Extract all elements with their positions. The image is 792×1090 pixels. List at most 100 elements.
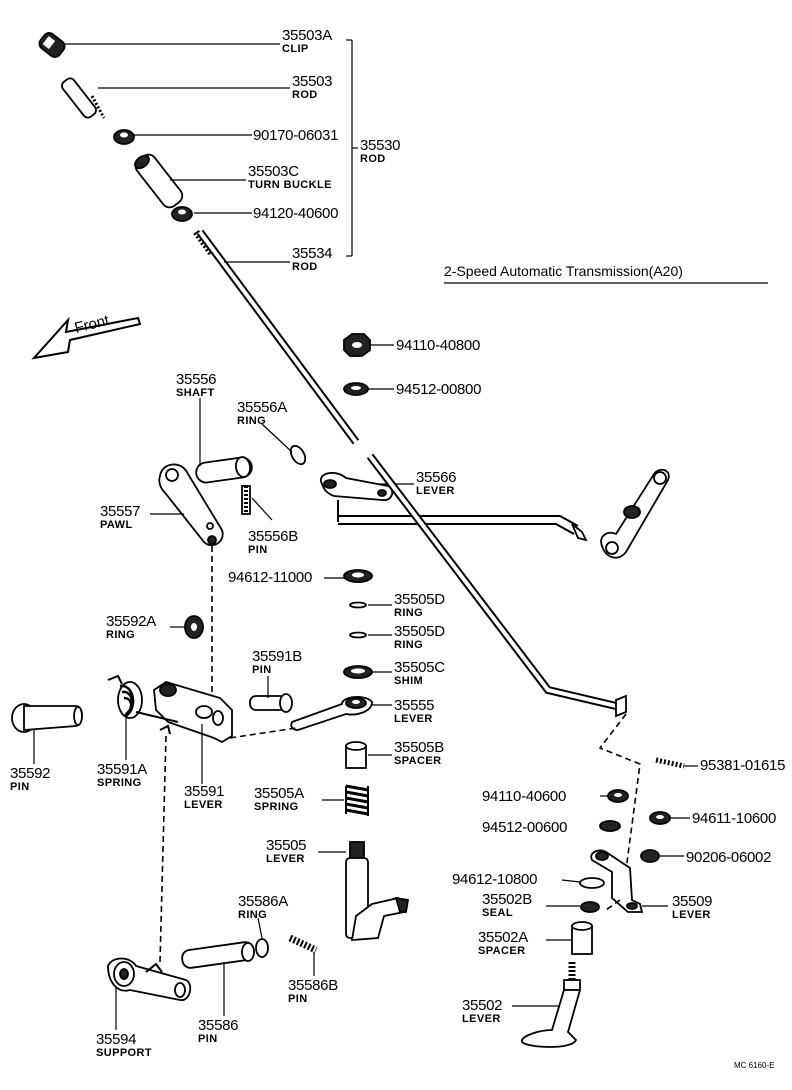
spacer-part-1	[345, 741, 367, 769]
lever-part-3	[153, 546, 233, 744]
long-rod-part	[193, 229, 360, 445]
label-lever2-number: 35555	[394, 697, 434, 714]
shift-rod-part	[366, 453, 627, 718]
pin-part-6	[181, 941, 255, 969]
label-ring1-name: RING	[237, 415, 266, 427]
label-lever6-name: LEVER	[462, 1013, 501, 1025]
label-turnbuckle-number: 35503C	[248, 163, 299, 180]
washer-part-1	[343, 382, 369, 396]
label-ring5-name: RING	[238, 909, 267, 921]
label-spacer1-number: 35505B	[394, 739, 444, 756]
label-shaft-name: SHAFT	[176, 387, 215, 399]
label-pin1-name: PIN	[248, 544, 268, 556]
pin-part-5	[288, 934, 318, 954]
label-seal-name: SEAL	[482, 907, 513, 919]
nut-part-2	[171, 206, 193, 222]
seal-part	[580, 901, 600, 913]
pawl-part	[158, 463, 224, 547]
pin-part-1	[241, 485, 251, 515]
label-rod-name: ROD	[292, 89, 318, 101]
label-clip-number: 35503A	[282, 27, 332, 44]
label-support-name: SUPPORT	[96, 1047, 152, 1059]
label-lever3-name: LEVER	[184, 799, 223, 811]
shim-part	[343, 665, 373, 679]
pin-part-4	[655, 757, 685, 769]
leader-pin1	[251, 497, 273, 521]
lever-part-2	[290, 696, 373, 731]
turnbuckle-part	[134, 153, 184, 209]
label-pin3-name: PIN	[10, 781, 30, 793]
label-pin3-number: 35592	[10, 765, 50, 782]
label-spring2-number: 35505A	[254, 785, 304, 802]
label-clip-name: CLIP	[282, 43, 309, 55]
label-pin4: 95381-01615	[700, 757, 785, 774]
label-washer4: 94611-10600	[692, 810, 776, 827]
label-lever1-number: 35566	[416, 469, 456, 486]
label-ring1-number: 35556A	[237, 399, 287, 416]
diagram-title: 2-Speed Automatic Transmission(A20)	[444, 263, 683, 279]
label-shim-name: SHIM	[394, 675, 423, 687]
label-ring3-number: 35505D	[394, 623, 445, 640]
rod-assembly-bracket	[346, 39, 358, 257]
label-turnbuckle-name: TURN BUCKLE	[248, 179, 332, 191]
label-rodassy-number: 35530	[360, 137, 400, 154]
label-shim-number: 35505C	[394, 659, 445, 676]
label-nut1: 90170-06031	[253, 127, 338, 144]
label-washer2: 94612-11000	[228, 569, 312, 586]
nut-part-4	[607, 789, 629, 803]
dash-line-3	[598, 713, 641, 901]
label-ring5-number: 35586A	[238, 893, 288, 910]
washer-part-3	[599, 820, 621, 832]
label-spacer2-name: SPACER	[478, 945, 525, 957]
label-lever2-name: LEVER	[394, 713, 433, 725]
rod-stub-part	[61, 77, 106, 119]
spring-part-1	[107, 674, 179, 735]
nut-part-1	[113, 129, 135, 145]
ring-part-4	[184, 615, 204, 639]
ring-part-2	[349, 601, 367, 609]
label-rod2-number: 35534	[292, 245, 332, 262]
label-pin5-name: PIN	[288, 993, 308, 1005]
pin-part-3	[11, 703, 83, 733]
label-lever4-name: LEVER	[266, 853, 305, 865]
label-pin6-number: 35586	[198, 1017, 238, 1034]
clip-part	[38, 32, 66, 58]
label-bolt1: 90206-06002	[686, 849, 771, 866]
label-washer5: 94612-10800	[452, 871, 537, 888]
label-spacer1-name: SPACER	[394, 755, 441, 767]
label-washer1: 94512-00800	[396, 381, 481, 398]
ring-part-1	[289, 444, 307, 466]
bolt-part-1	[640, 849, 660, 863]
label-pin2-name: PIN	[252, 664, 272, 676]
label-ring3-name: RING	[394, 639, 423, 651]
washer-part-2	[343, 569, 373, 583]
label-pin2-number: 35591B	[252, 648, 302, 665]
label-lever3-number: 35591	[184, 783, 224, 800]
leader-ring5	[257, 917, 263, 939]
label-lever1-name: LEVER	[416, 485, 455, 497]
label-lever5-number: 35509	[672, 893, 712, 910]
label-lever4-number: 35505	[266, 837, 306, 854]
bracket-lever-part	[600, 468, 670, 559]
dash-line-2	[159, 735, 167, 963]
label-nut3: 94110-40800	[396, 337, 480, 354]
lever-part-5	[590, 849, 644, 913]
label-ring4-name: RING	[106, 629, 135, 641]
label-pin6-name: PIN	[198, 1033, 218, 1045]
lever-part-6	[521, 962, 582, 1048]
label-pawl-number: 35557	[100, 503, 140, 520]
label-rodassy-name: ROD	[360, 153, 386, 165]
lever-part-1	[319, 471, 588, 542]
label-seal-number: 35502B	[482, 891, 532, 908]
leader-ring1	[261, 423, 293, 453]
washer-part-4	[649, 811, 671, 825]
label-nut2: 94120-40600	[253, 205, 338, 222]
washer-part-5	[579, 877, 605, 889]
dash-line-1	[229, 727, 297, 739]
label-spring1-name: SPRING	[97, 777, 142, 789]
front-arrow: Front	[31, 312, 142, 360]
label-rod2-name: ROD	[292, 261, 318, 273]
label-spring2-name: SPRING	[254, 801, 299, 813]
label-pin1-number: 35556B	[248, 528, 298, 545]
